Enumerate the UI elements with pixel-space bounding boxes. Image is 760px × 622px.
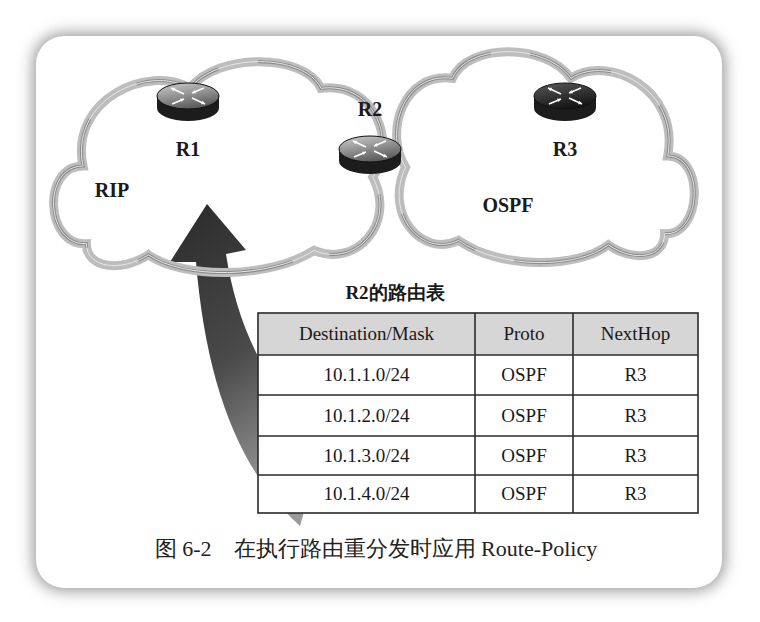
table-cell: OSPF (501, 405, 546, 427)
router-icon (335, 133, 405, 177)
table-cell: R3 (624, 483, 646, 505)
router-label: R1 (176, 138, 200, 161)
table-grid (258, 313, 698, 513)
cloud-outline (45, 55, 390, 277)
table-ground (258, 313, 698, 513)
table-cell: 10.1.3.0/24 (323, 445, 409, 467)
table-cell: 10.1.2.0/24 (323, 405, 409, 427)
cloud-outline (390, 45, 702, 267)
router-node: R3 (530, 80, 600, 161)
router-label: R3 (553, 138, 577, 161)
router-icon (153, 80, 223, 124)
network-label: RIP (95, 179, 129, 202)
network-cloud: RIP R1 (45, 55, 390, 277)
table-cell: 10.1.1.0/24 (323, 364, 409, 386)
network-cloud: OSPF R3 (390, 45, 702, 267)
table-header (258, 313, 698, 355)
table-cell: Destination/Mask (299, 323, 434, 345)
network-label: OSPF (482, 194, 533, 217)
router-label: R2 (358, 98, 382, 121)
table-cell: Proto (503, 323, 544, 345)
router-node: R2 (335, 98, 405, 177)
table-cell: R3 (624, 445, 646, 467)
router-icon (530, 80, 600, 124)
table-cell: OSPF (501, 483, 546, 505)
table-title: R2的路由表 (345, 282, 444, 304)
table-cell: R3 (624, 405, 646, 427)
table-cell: OSPF (501, 445, 546, 467)
table-cell: OSPF (501, 364, 546, 386)
table-cell: R3 (624, 364, 646, 386)
router-node: R1 (153, 80, 223, 161)
route-table (258, 313, 698, 513)
table-cell: 10.1.4.0/24 (323, 483, 409, 505)
figure-caption: 图 6-2 在执行路由重分发时应用 Route-Policy (155, 534, 597, 564)
table-cell: NextHop (601, 323, 671, 345)
